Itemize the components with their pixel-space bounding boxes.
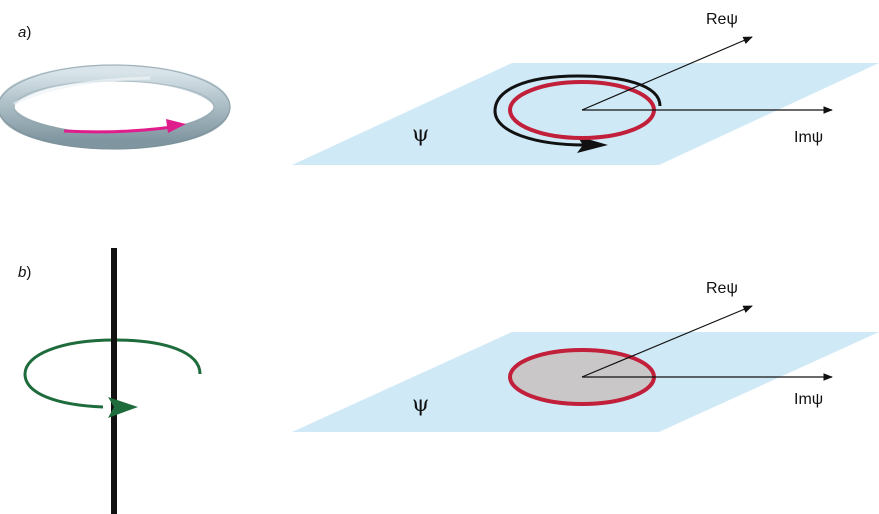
vortex-circulation-arrow <box>23 338 202 409</box>
superfluid-ring <box>0 64 231 150</box>
plane-label-b: ψ <box>412 392 429 417</box>
panel-b: b) Reψ Imψ ψ <box>18 248 879 514</box>
panel-a: a) Reψ Imψ ψ <box>0 11 879 165</box>
re-axis-b <box>581 305 753 378</box>
circulation-arrowhead <box>108 397 138 418</box>
phase-winding-arrow <box>493 74 662 153</box>
re-axis-label-b: Reψ <box>706 280 738 297</box>
im-axis-label-a: Imψ <box>794 129 823 146</box>
re-axis-a <box>581 36 753 111</box>
complex-plane-a <box>292 63 879 165</box>
panel-b-label: b) <box>18 264 31 281</box>
ring-flow-arrow <box>63 119 186 134</box>
panel-a-label: a) <box>18 24 31 41</box>
im-axis-label-b: Imψ <box>794 391 823 408</box>
plane-label-a: ψ <box>412 122 429 147</box>
re-axis-label-a: Reψ <box>706 11 738 28</box>
